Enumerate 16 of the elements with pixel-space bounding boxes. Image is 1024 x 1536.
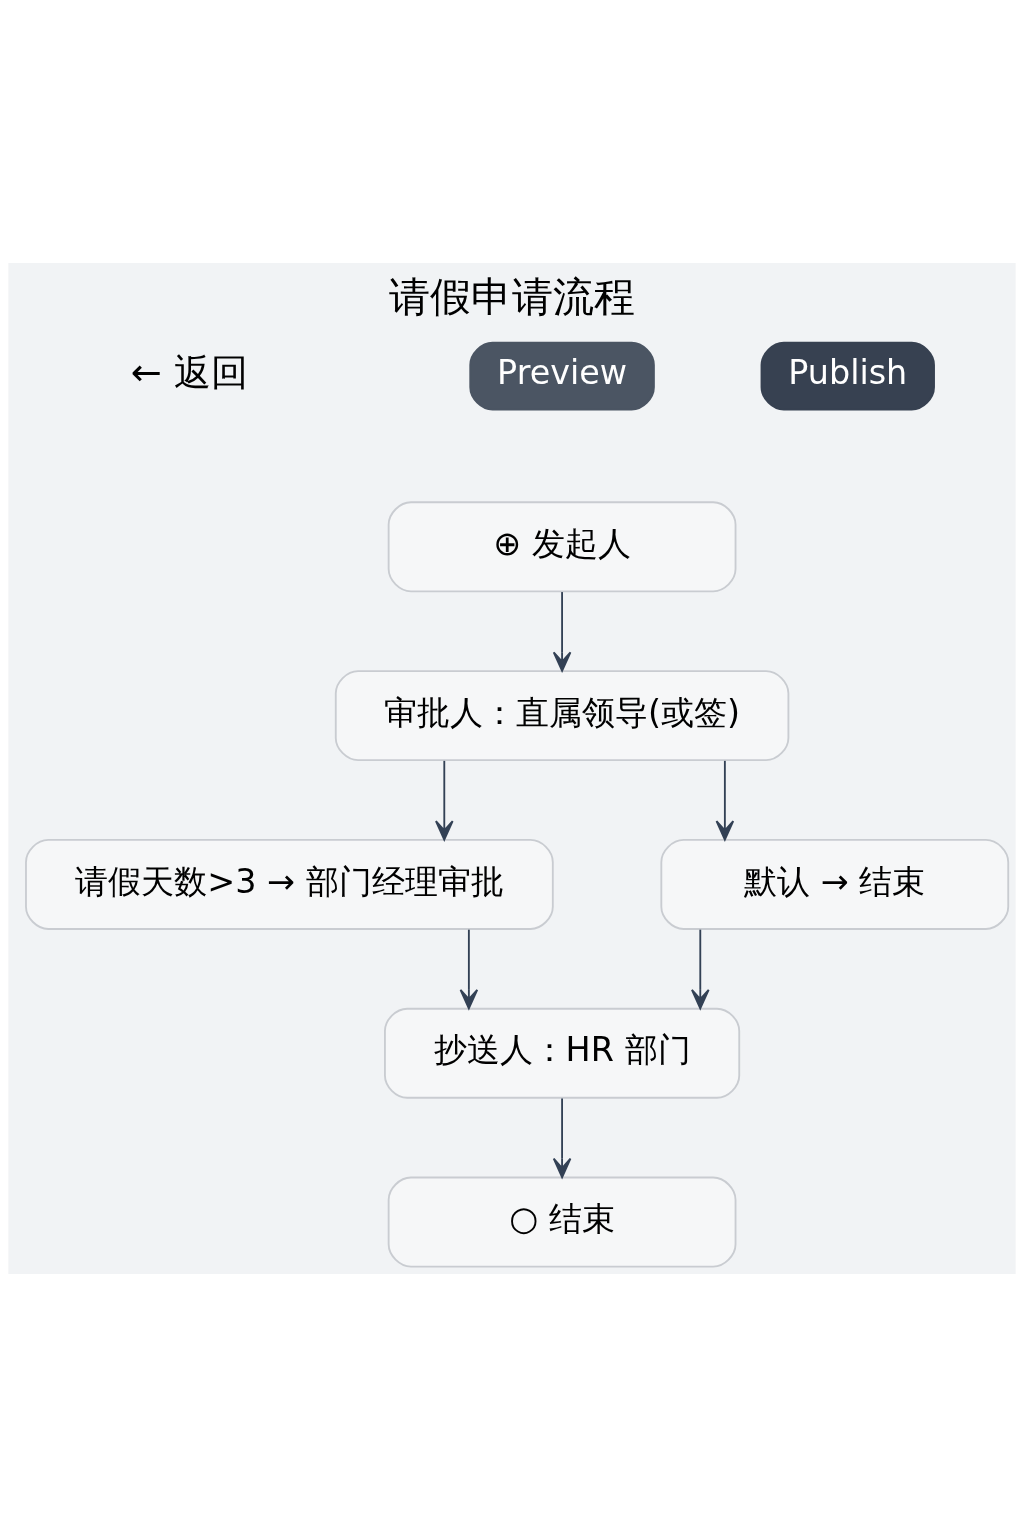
node-box: 审批人：直属领导(或签)	[334, 669, 790, 761]
arrow	[715, 759, 735, 841]
arrow	[459, 928, 479, 1009]
label: Publish	[788, 352, 908, 392]
label: Preview	[497, 352, 628, 392]
arrow	[552, 1097, 572, 1178]
node-box: 抄送人：HR 部门	[384, 1007, 741, 1099]
node-box: 请假天数>3 → 部门经理审批	[25, 838, 554, 930]
arrow	[691, 928, 710, 1009]
arrow	[552, 590, 572, 672]
node-box: ⊕ 发起人	[387, 500, 737, 592]
label: ← 返回	[130, 350, 248, 394]
arrow	[435, 759, 454, 841]
diagram-title: 请假申请流程	[389, 271, 635, 320]
node-box: ○ 结束	[387, 1176, 737, 1267]
node-box: 默认 → 结束	[660, 838, 1010, 930]
